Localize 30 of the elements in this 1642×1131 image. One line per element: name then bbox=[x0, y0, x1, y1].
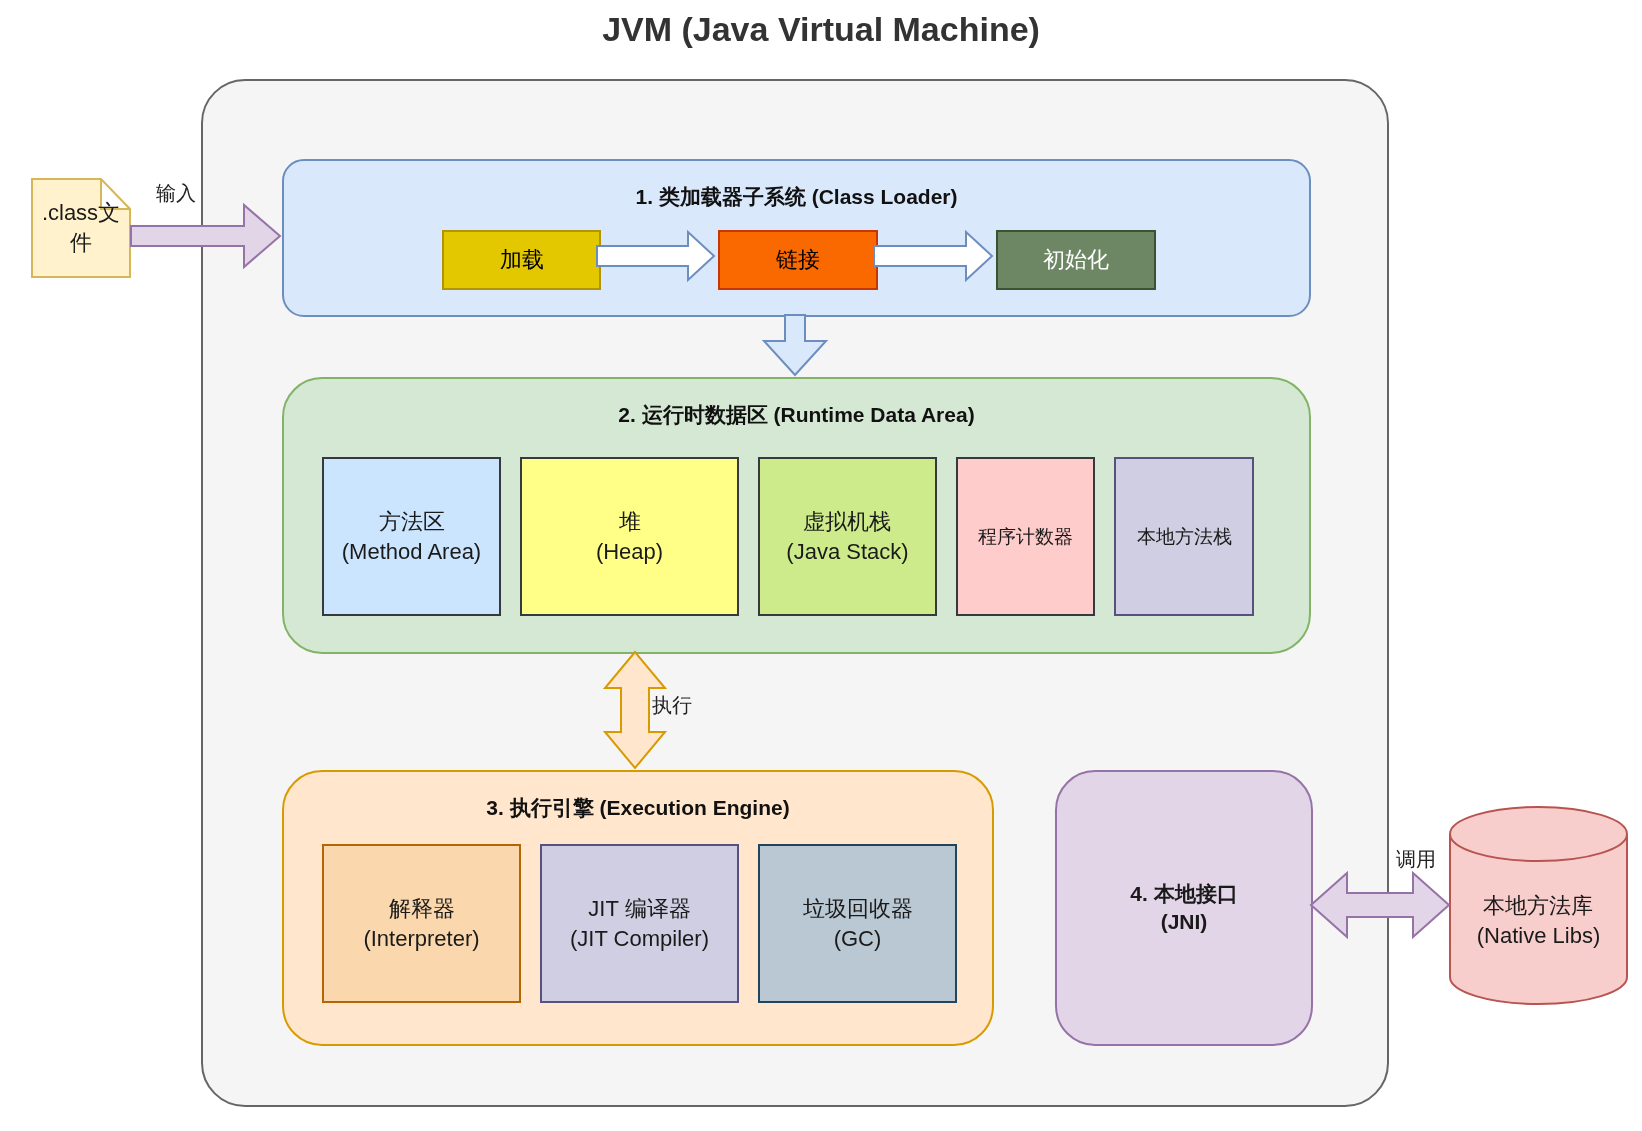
process-box: 虚拟机栈 (Java Stack) bbox=[758, 457, 937, 616]
block-arrow bbox=[130, 202, 282, 270]
process-box: 初始化 bbox=[996, 230, 1156, 290]
process-box: 加载 bbox=[442, 230, 601, 290]
process-box: 链接 bbox=[718, 230, 878, 290]
interface-box: 4. 本地接口 (JNI) bbox=[1055, 770, 1313, 1046]
edge-label: 调用 bbox=[1396, 847, 1436, 872]
process-box: 程序计数器 bbox=[956, 457, 1095, 616]
process-box: 方法区 (Method Area) bbox=[322, 457, 501, 616]
group-box bbox=[282, 377, 1311, 654]
process-box: JIT 编译器 (JIT Compiler) bbox=[540, 844, 739, 1003]
group-box bbox=[282, 770, 994, 1046]
block-arrow bbox=[596, 229, 716, 283]
process-box: 堆 (Heap) bbox=[520, 457, 739, 616]
process-box: 解释器 (Interpreter) bbox=[322, 844, 521, 1003]
block-arrow bbox=[761, 314, 829, 377]
process-box: 本地方法栈 bbox=[1114, 457, 1254, 616]
container-box bbox=[201, 79, 1389, 1107]
group-box bbox=[282, 159, 1311, 317]
diagram-title: JVM (Java Virtual Machine) bbox=[601, 10, 1041, 49]
group-title: 3. 执行引擎 (Execution Engine) bbox=[486, 795, 790, 821]
database-cylinder: 本地方法库 (Native Libs) bbox=[1449, 806, 1628, 1005]
process-box: 垃圾回收器 (GC) bbox=[758, 844, 957, 1003]
group-title: 2. 运行时数据区 (Runtime Data Area) bbox=[618, 402, 975, 428]
block-arrow bbox=[602, 650, 668, 770]
edge-label: 执行 bbox=[652, 693, 692, 718]
group-title: 1. 类加载器子系统 (Class Loader) bbox=[635, 184, 958, 210]
edge-label: 输入 bbox=[156, 181, 196, 206]
block-arrow bbox=[873, 229, 994, 283]
block-arrow bbox=[1309, 870, 1451, 940]
